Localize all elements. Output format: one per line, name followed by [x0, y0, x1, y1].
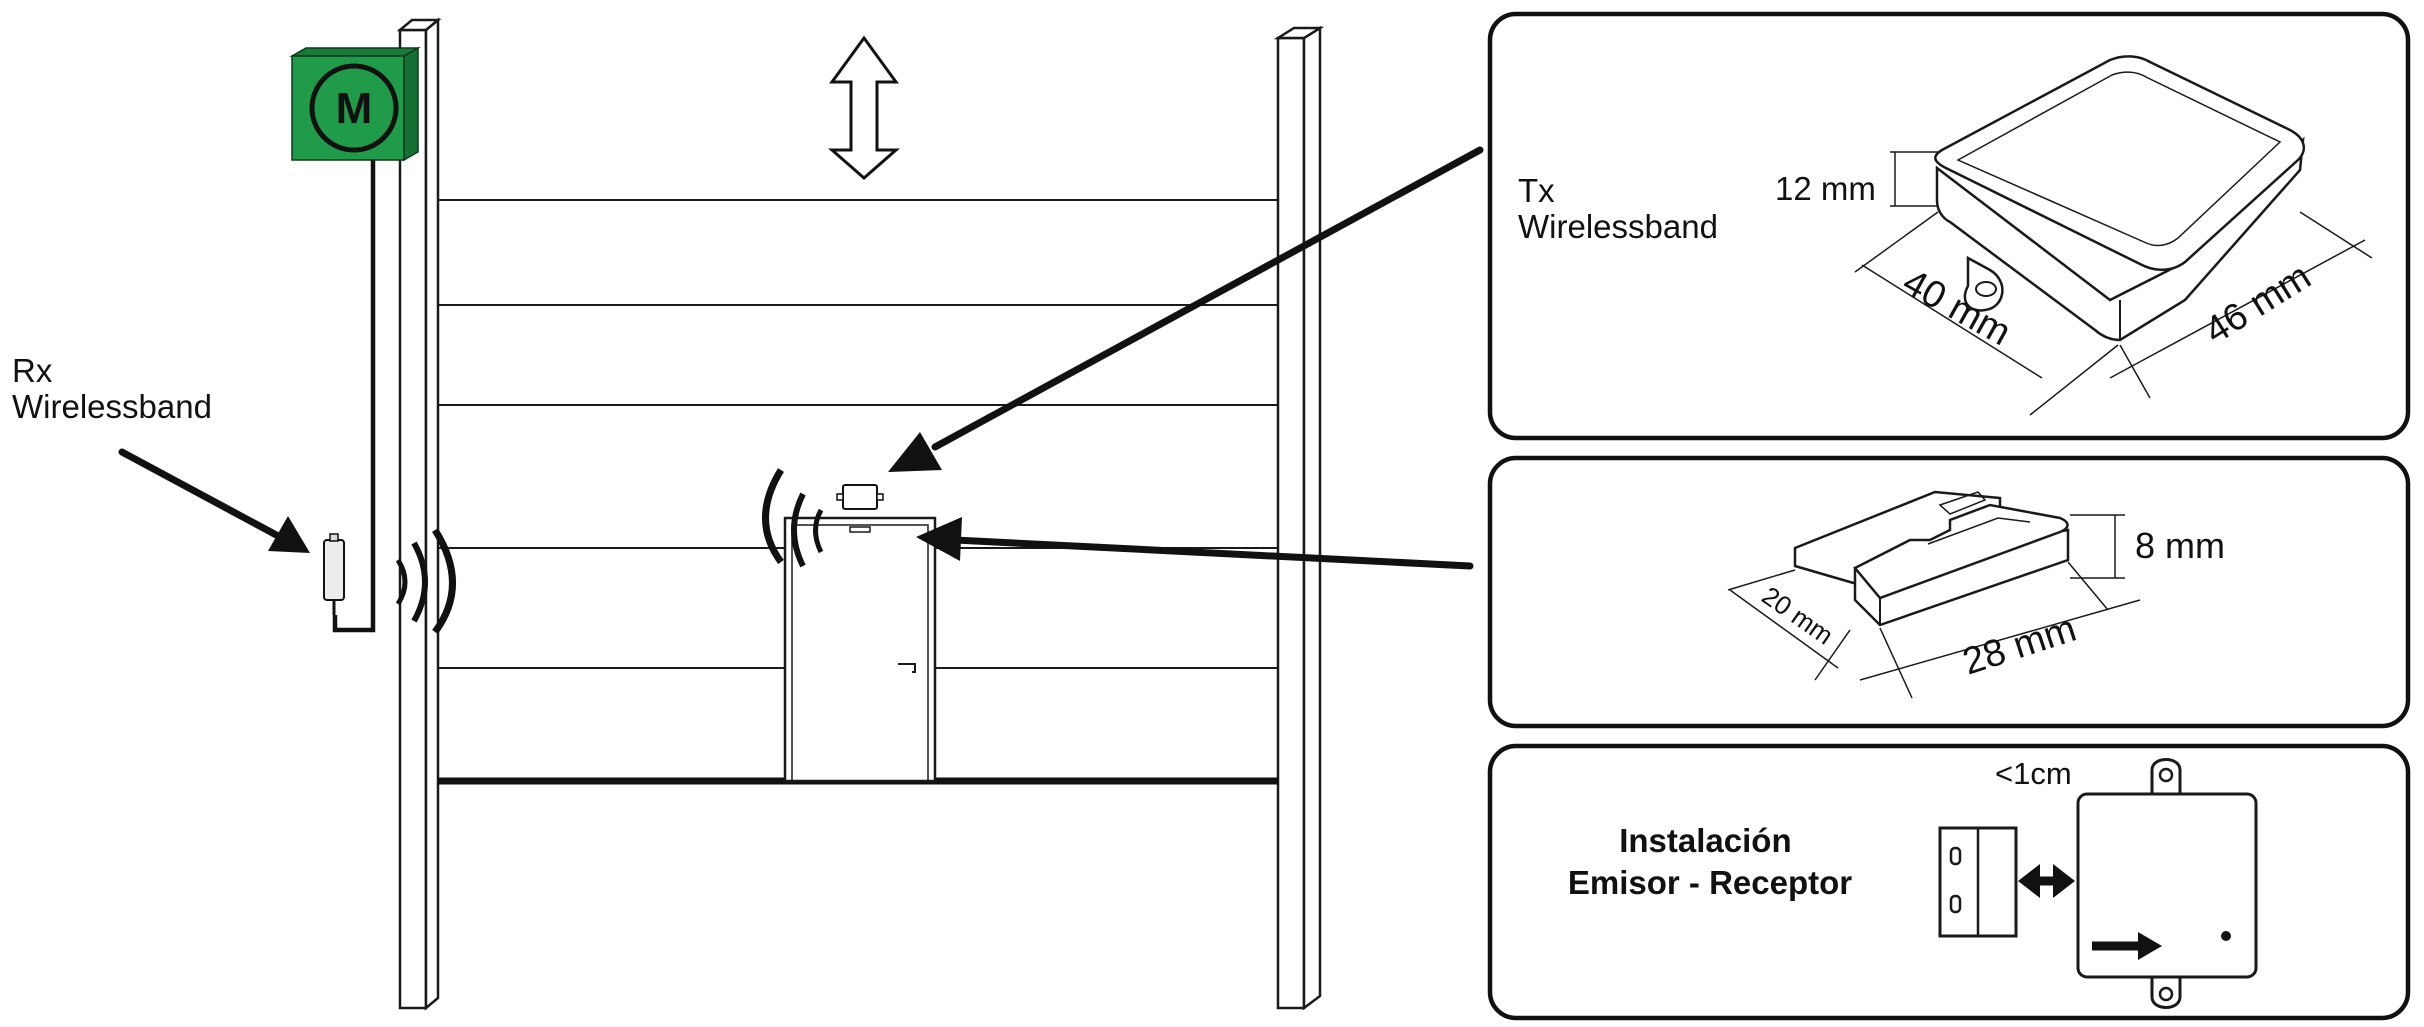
gap-arrow-icon [2018, 864, 2075, 898]
receiver-device [323, 533, 345, 615]
right-post [1273, 25, 1325, 1011]
magnet-pointer-arrow [916, 517, 1474, 570]
tx-label: Tx Wirelessband [1518, 172, 1718, 245]
tx-pointer-arrow [888, 146, 1484, 472]
receiver-wave-icon [395, 528, 456, 635]
installation-title: Instalación Emisor - Receptor [1568, 822, 1852, 901]
svg-text:12 mm: 12 mm [1775, 170, 1876, 207]
gate [396, 17, 1325, 1011]
pedestrian-door [783, 516, 937, 783]
left-post [396, 17, 442, 1011]
motor-symbol: M [336, 84, 373, 133]
magnet-drawing [1793, 490, 2070, 627]
magnet-height-dimension: 8 mm [2070, 514, 2225, 579]
magnet-front-view [1938, 826, 2018, 938]
transmitter-front-view [2076, 758, 2258, 1009]
transmitter-wave-icon [762, 468, 824, 568]
tx-dimensions-panel: Tx Wirelessband 12 mm 40 mm [1487, 11, 2411, 441]
transmitter-device [836, 484, 884, 510]
rx-pointer-arrow [118, 448, 310, 553]
tx-box-drawing [1934, 55, 2306, 342]
svg-text:8 mm: 8 mm [2135, 525, 2225, 566]
double-arrow-icon [828, 35, 900, 180]
tx-height-dimension: 12 mm [1775, 151, 1938, 207]
magnet-dimensions-panel: 8 mm 20 mm 28 mm [1487, 455, 2411, 729]
installation-panel: Instalación Emisor - Receptor <1cm [1487, 743, 2411, 1021]
motor-box: M [289, 46, 421, 162]
gap-label: <1cm [1995, 756, 2072, 791]
receiver-cable [332, 160, 376, 633]
rx-label: Rx Wirelessband [12, 352, 212, 425]
